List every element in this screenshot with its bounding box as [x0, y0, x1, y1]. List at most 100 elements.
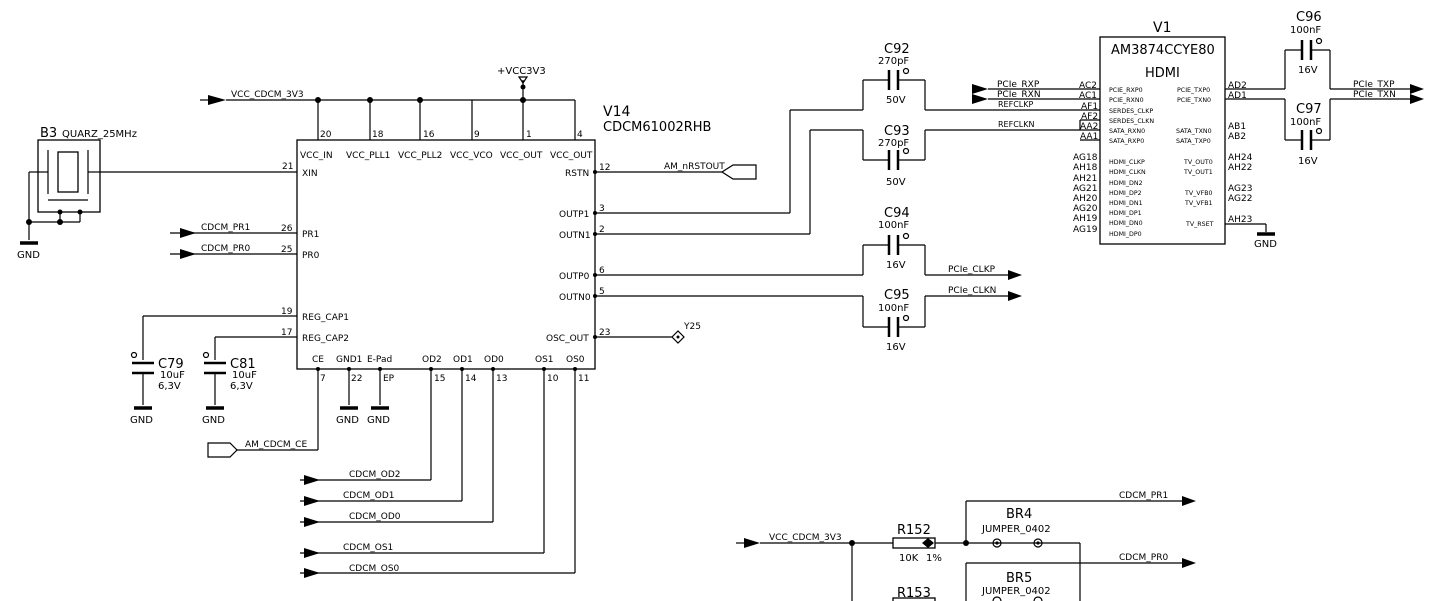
jumper-br4[interactable] — [992, 538, 1043, 548]
svg-text:C79: C79 — [158, 357, 184, 372]
svg-text:GND: GND — [130, 415, 153, 426]
b3-value: QUARZ_25MHz — [62, 129, 137, 140]
svg-text:PCIE_TXN0: PCIE_TXN0 — [1177, 97, 1211, 104]
svg-text:CDCM_PR1: CDCM_PR1 — [1119, 491, 1168, 501]
svg-text:16V: 16V — [1298, 156, 1318, 167]
svg-text:100nF: 100nF — [1290, 25, 1321, 36]
pcie-rxn-flag[interactable] — [972, 94, 988, 104]
svg-text:AA1: AA1 — [1080, 132, 1098, 142]
cap-c93[interactable] — [809, 119, 1100, 234]
svg-text:PCIE_RXP0: PCIE_RXP0 — [1109, 87, 1143, 94]
svg-text:OD2: OD2 — [422, 355, 442, 365]
v1-sub: HDMI — [1145, 66, 1180, 81]
vcc-cdcm-3v3-label: VCC_CDCM_3V3 — [231, 90, 304, 100]
svg-text:VCC_OUT: VCC_OUT — [500, 151, 543, 161]
svg-text:4: 4 — [577, 130, 583, 140]
svg-text:REFCLKN: REFCLKN — [998, 120, 1035, 129]
am-nrstout-port[interactable] — [720, 164, 757, 180]
cap-c96[interactable] — [1284, 37, 1424, 95]
svg-text:PCIe_RXN: PCIe_RXN — [997, 90, 1041, 100]
cap-c97[interactable] — [1284, 94, 1424, 150]
v14-ref: V14 — [603, 104, 630, 120]
cap-c94[interactable] — [862, 232, 1022, 281]
svg-text:AH19: AH19 — [1073, 214, 1098, 224]
pcie-rxp-flag[interactable] — [972, 84, 988, 94]
cdcm-pr1-flag[interactable] — [180, 228, 196, 238]
svg-text:JUMPER_0402: JUMPER_0402 — [981, 524, 1051, 535]
v14-bottom-pins: 7 22 EP 15 14 13 10 11 CE GND1 E-Pad OD2… — [312, 355, 589, 573]
cap-c81[interactable] — [202, 337, 227, 410]
svg-text:TV_VFB0: TV_VFB0 — [1184, 190, 1213, 197]
svg-text:C94: C94 — [884, 206, 910, 221]
svg-text:CDCM_PR0: CDCM_PR0 — [201, 244, 250, 254]
cap-c95[interactable] — [862, 291, 1022, 337]
svg-text:VCC_PLL2: VCC_PLL2 — [398, 151, 442, 161]
svg-text:R153: R153 — [897, 586, 931, 601]
svg-text:AG20: AG20 — [1073, 204, 1098, 214]
svg-text:RSTN: RSTN — [565, 169, 589, 179]
svg-text:16V: 16V — [886, 342, 906, 353]
svg-text:HDMI_DP1: HDMI_DP1 — [1109, 210, 1142, 217]
svg-text:GND1: GND1 — [336, 355, 362, 365]
svg-text:6: 6 — [599, 266, 605, 276]
cap-c79[interactable] — [130, 316, 155, 410]
svg-text:18: 18 — [372, 130, 384, 140]
svg-text:PCIE_RXN0: PCIE_RXN0 — [1109, 97, 1144, 104]
svg-text:SATA_TXN0: SATA_TXN0 — [1176, 128, 1212, 135]
svg-text:AC2: AC2 — [1079, 81, 1097, 91]
svg-text:HDMI_DN1: HDMI_DN1 — [1109, 200, 1143, 207]
resistor-r153[interactable] — [892, 597, 936, 601]
svg-text:GND: GND — [336, 415, 359, 426]
crystal-b3[interactable] — [20, 139, 101, 245]
svg-text:PCIE_TXP0: PCIE_TXP0 — [1177, 87, 1210, 94]
jumper-br5[interactable] — [992, 596, 1043, 601]
am-cdcm-ce-port[interactable] — [207, 442, 238, 458]
svg-text:GND: GND — [367, 415, 390, 426]
resistor-r152[interactable] — [892, 537, 1080, 549]
vcc-cdcm-3v3-flag[interactable] — [208, 95, 226, 105]
svg-text:AD2: AD2 — [1228, 81, 1247, 91]
svg-text:17: 17 — [281, 328, 292, 338]
v1-left-pins: AC2 AC1 AF1 AF2 AA2 AA1 AG18 AH18 AH21 A… — [1070, 81, 1154, 238]
svg-text:AF2: AF2 — [1081, 112, 1098, 122]
svg-text:22: 22 — [351, 374, 362, 384]
svg-text:SATA_RXN0: SATA_RXN0 — [1109, 128, 1145, 135]
svg-text:REG_CAP1: REG_CAP1 — [302, 313, 349, 323]
vcc-cdcm-3v3-flag-2[interactable] — [744, 538, 760, 548]
y25-testpoint[interactable] — [671, 330, 685, 344]
svg-text:CDCM_OD0: CDCM_OD0 — [349, 512, 401, 522]
svg-text:270pF: 270pF — [878, 56, 909, 67]
svg-text:PCIe_CLKN: PCIe_CLKN — [948, 286, 996, 296]
svg-text:C93: C93 — [884, 124, 910, 139]
svg-text:100nF: 100nF — [878, 220, 909, 231]
v14-left-pins: 21 26 25 19 17 XIN PR1 PR0 REG_CAP1 REG_… — [100, 162, 349, 344]
svg-text:AC1: AC1 — [1079, 91, 1097, 101]
svg-text:19: 19 — [281, 307, 293, 317]
svg-text:VCC_IN: VCC_IN — [300, 151, 333, 161]
cdcm-pr0-flag[interactable] — [180, 249, 196, 259]
svg-text:VCC_VCO: VCC_VCO — [450, 151, 493, 161]
svg-text:TV_OUT1: TV_OUT1 — [1183, 169, 1213, 176]
svg-text:AB1: AB1 — [1228, 122, 1246, 132]
svg-text:EP: EP — [383, 374, 395, 384]
svg-text:AD1: AD1 — [1228, 91, 1247, 101]
svg-text:R152: R152 — [897, 523, 931, 538]
svg-text:CDCM_OD2: CDCM_OD2 — [349, 470, 401, 480]
svg-text:BR4: BR4 — [1006, 507, 1032, 522]
svg-text:AM_CDCM_CE: AM_CDCM_CE — [245, 440, 307, 450]
svg-text:OS0: OS0 — [566, 355, 585, 365]
svg-text:SATA_RXP0: SATA_RXP0 — [1109, 138, 1144, 145]
svg-text:OSC_OUT: OSC_OUT — [546, 334, 589, 344]
svg-text:16: 16 — [423, 130, 435, 140]
svg-text:VCC_CDCM_3V3: VCC_CDCM_3V3 — [769, 533, 842, 543]
svg-text:HDMI_CLKP: HDMI_CLKP — [1109, 159, 1145, 166]
svg-text:GND: GND — [1254, 239, 1277, 250]
svg-text:CE: CE — [312, 355, 324, 365]
svg-text:AG22: AG22 — [1228, 194, 1252, 204]
svg-text:21: 21 — [282, 162, 293, 172]
svg-text:SERDES_CLKP: SERDES_CLKP — [1109, 108, 1153, 115]
svg-text:7: 7 — [320, 374, 326, 384]
svg-text:AH24: AH24 — [1228, 153, 1253, 163]
cap-c92[interactable] — [789, 67, 1100, 214]
svg-text:GND: GND — [202, 415, 225, 426]
